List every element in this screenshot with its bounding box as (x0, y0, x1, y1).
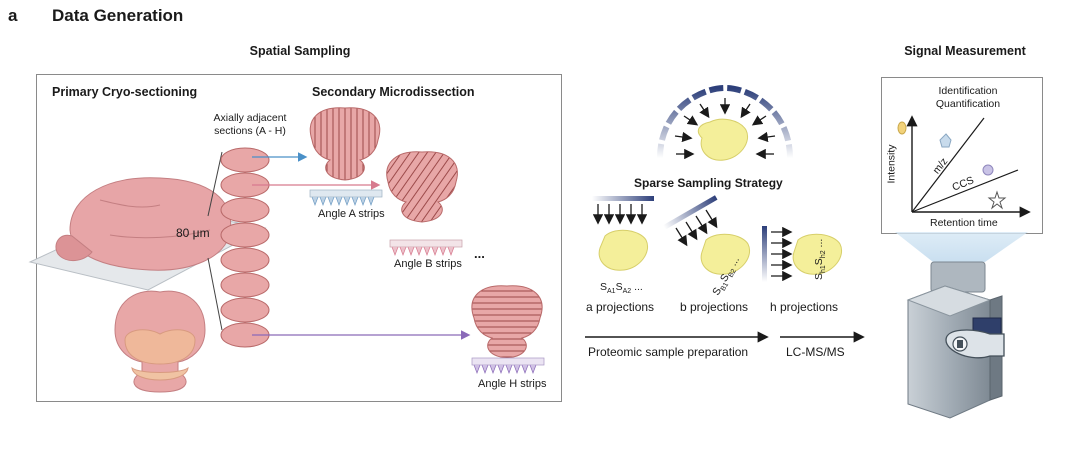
sparse-sampling-dome (657, 84, 793, 161)
projection-h-label: h projections (770, 300, 839, 314)
strips-ellipsis: ... (474, 246, 485, 261)
thickness-label: 80 μm (176, 226, 210, 240)
y-axis-label: Intensity (885, 144, 898, 184)
sparse-sampling-title: Sparse Sampling Strategy (634, 176, 783, 190)
marker-star (987, 190, 1007, 210)
projection-a (592, 196, 654, 271)
section-angle-b (386, 151, 458, 223)
projection-b-label: b projections (680, 300, 749, 314)
marker-hexagon (939, 133, 952, 148)
brain-3d (69, 177, 232, 271)
primary-cryo-title: Primary Cryo-sectioning (52, 85, 198, 99)
brain-on-slide (28, 177, 267, 291)
section-angle-a (309, 107, 381, 181)
sections-label-line1: Axially adjacent (213, 112, 287, 124)
projection-h (762, 226, 842, 282)
marker-circle (982, 164, 994, 176)
projection-b (663, 195, 750, 275)
spatial-sampling-header: Spatial Sampling (249, 44, 351, 58)
tubes-angle-a (309, 189, 383, 206)
panel-letter: a (8, 6, 18, 25)
section-stack (220, 147, 270, 348)
quant-label: Quantification (935, 98, 1001, 110)
sections-label-line2: sections (A - H) (214, 125, 286, 137)
strips-label-a: Angle A strips (318, 208, 385, 220)
projection-h-samples: Sh1Sh2 ... (813, 239, 827, 280)
sample-prep-label: Proteomic sample preparation (588, 345, 749, 359)
secondary-microdissection-title: Secondary Microdissection (312, 85, 475, 99)
section-angle-h (471, 285, 543, 359)
ident-label: Identification (938, 85, 998, 97)
tubes-angle-b (389, 239, 463, 256)
x-axis-label: Retention time (930, 217, 998, 229)
lcms-label: LC-MS/MS (786, 345, 845, 359)
signal-measurement-header: Signal Measurement (904, 44, 1026, 58)
projection-a-samples: SA1SA2 ... (600, 281, 643, 295)
marker-ellipse (897, 121, 907, 135)
projection-a-label: a projections (586, 300, 655, 314)
tubes-angle-h (471, 357, 545, 374)
coronal-section (114, 290, 206, 393)
light-beam (895, 232, 1028, 262)
strips-label-h: Angle H strips (478, 378, 547, 390)
strips-label-b: Angle B strips (394, 258, 462, 270)
mass-spectrometer (906, 261, 1005, 419)
panel-title: Data Generation (52, 6, 184, 25)
signal-plot (897, 115, 1031, 218)
ident-quant-label: Identification Quantification (918, 85, 1018, 111)
sections-label: Axially adjacent sections (A - H) (196, 112, 304, 138)
